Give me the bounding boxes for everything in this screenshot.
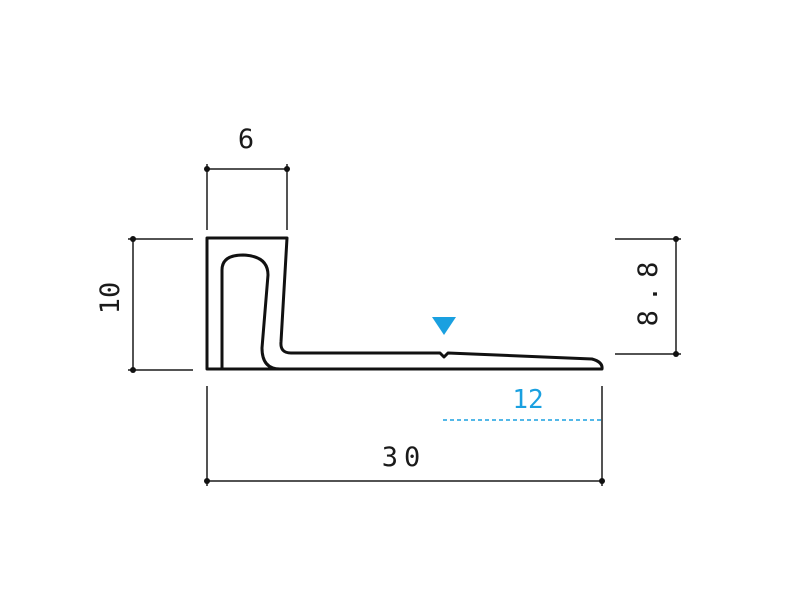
accent-dimension: 12 (443, 385, 602, 421)
top-width-dimension: 6 (204, 124, 290, 230)
triangle-down-icon (432, 317, 456, 335)
profile-outline (205, 236, 604, 371)
overall-width-label: 30 (382, 442, 427, 473)
top-width-label: 6 (238, 124, 254, 155)
overall-width-dimension: 30 (204, 386, 605, 486)
right-height-dimension: 8.8 (615, 236, 681, 357)
accent-dimension-label: 12 (512, 385, 543, 415)
right-height-label: 8.8 (633, 254, 664, 327)
left-height-dimension: 10 (95, 236, 193, 373)
left-height-label: 10 (95, 282, 126, 315)
